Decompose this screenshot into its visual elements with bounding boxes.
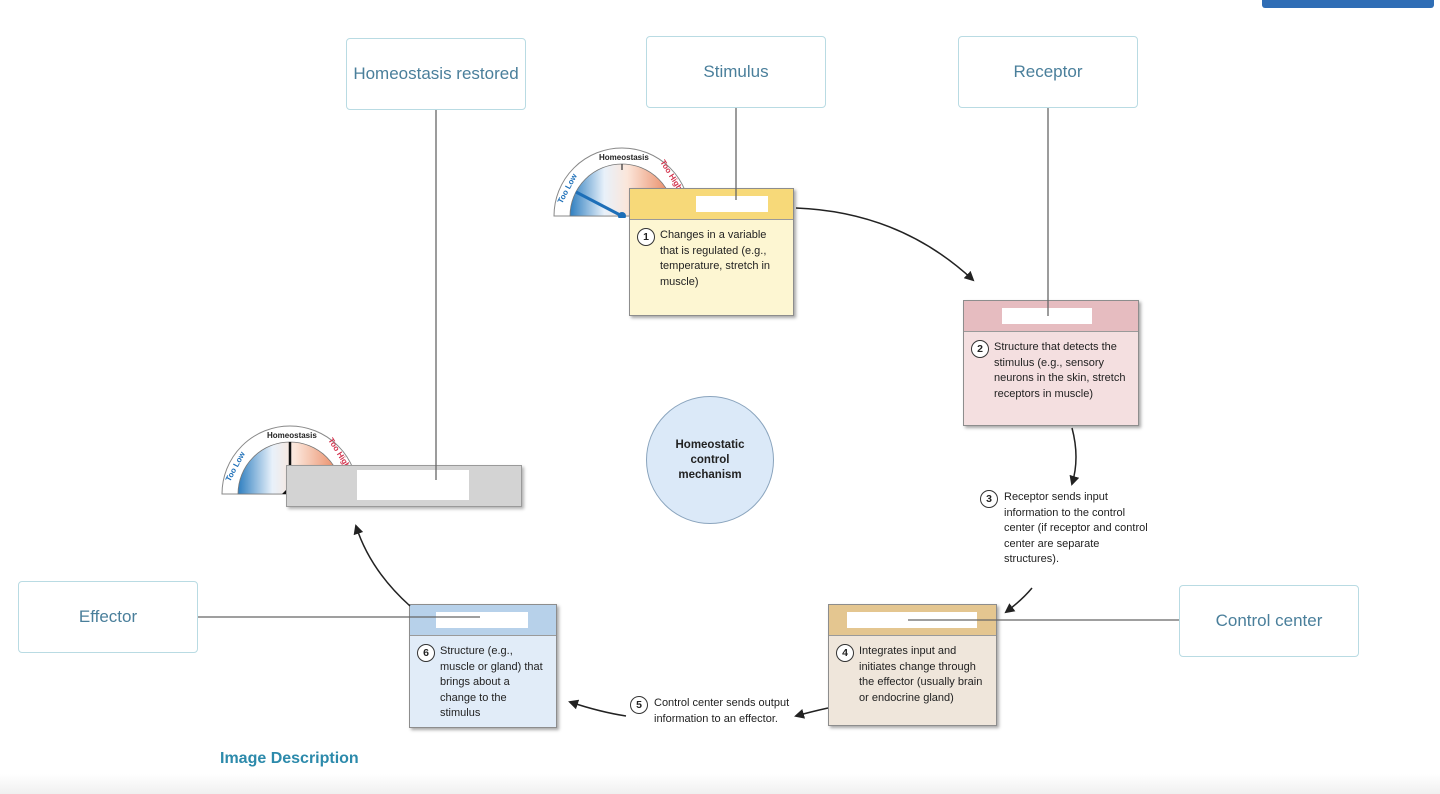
gauge-stimulus-homeostasis: Homeostasis (599, 153, 649, 162)
top-action-button[interactable] (1262, 0, 1434, 8)
card-receptor: 2 Structure that detects the stimulus (e… (963, 300, 1139, 426)
arrow-effector-to-restored (353, 524, 411, 607)
step-6-number: 6 (417, 644, 435, 662)
restored-bar (286, 465, 522, 507)
arrow-step3-to-control (1004, 587, 1033, 614)
step-1-text: Changes in a variable that is regulated … (660, 229, 771, 288)
card-stimulus: 1 Changes in a variable that is regulate… (629, 188, 794, 316)
step-1-number: 1 (637, 228, 655, 246)
card-stimulus-header (630, 189, 793, 220)
bottom-fade (0, 774, 1440, 794)
arrow-stimulus-to-receptor (795, 207, 975, 282)
step-6-text: Structure (e.g., muscle or gland) that b… (440, 645, 543, 719)
label-homeostasis-restored-text: Homeostasis restored (353, 64, 519, 83)
card-receptor-body: 2 Structure that detects the stimulus (e… (964, 332, 1138, 408)
step-4-number: 4 (836, 644, 854, 662)
label-homeostasis-restored[interactable]: Homeostasis restored (346, 38, 526, 110)
step-5-text: Control center sends output information … (654, 697, 790, 725)
card-control-center-body: 4 Integrates input and initiates change … (829, 636, 996, 712)
card-control-center: 4 Integrates input and initiates change … (828, 604, 997, 726)
step-2-text: Structure that detects the stimulus (e.g… (994, 341, 1126, 400)
card-control-center-slot[interactable] (847, 612, 977, 628)
card-effector-header (410, 605, 556, 636)
center-circle: Homeostatic control mechanism (646, 396, 774, 524)
label-receptor[interactable]: Receptor (958, 36, 1138, 108)
label-control-center[interactable]: Control center (1179, 585, 1359, 657)
card-stimulus-slot[interactable] (696, 196, 768, 212)
arrow-control-to-step5 (794, 707, 829, 719)
label-receptor-text: Receptor (1013, 62, 1083, 81)
card-effector-slot[interactable] (436, 612, 528, 628)
card-control-center-header (829, 605, 996, 636)
label-stimulus[interactable]: Stimulus (646, 36, 826, 108)
label-control-center-text: Control center (1215, 611, 1323, 630)
restored-bar-slot[interactable] (357, 470, 469, 500)
card-receptor-header (964, 301, 1138, 332)
step-4-text: Integrates input and initiates change th… (859, 645, 983, 704)
arrow-receptor-to-step3 (1069, 427, 1080, 486)
card-effector: 6 Structure (e.g., muscle or gland) that… (409, 604, 557, 728)
card-effector-body: 6 Structure (e.g., muscle or gland) that… (410, 636, 556, 728)
label-effector[interactable]: Effector (18, 581, 198, 653)
arrow-step5-to-effector (568, 699, 627, 717)
label-effector-text: Effector (78, 607, 138, 626)
step-5-number: 5 (630, 696, 648, 714)
image-description-link[interactable]: Image Description (220, 750, 359, 767)
step-3-text: Receptor sends input information to the … (1004, 491, 1148, 565)
gauge-restored-homeostasis: Homeostasis (267, 431, 317, 440)
step-2-number: 2 (971, 340, 989, 358)
card-receptor-slot[interactable] (1002, 308, 1092, 324)
step-5-note: 5 Control center sends output informatio… (630, 696, 790, 727)
label-stimulus-text: Stimulus (703, 62, 769, 81)
step-3-number: 3 (980, 490, 998, 508)
center-circle-text: Homeostatic control mechanism (675, 438, 745, 481)
step-3-note: 3 Receptor sends input information to th… (980, 490, 1148, 568)
card-stimulus-body: 1 Changes in a variable that is regulate… (630, 220, 793, 296)
